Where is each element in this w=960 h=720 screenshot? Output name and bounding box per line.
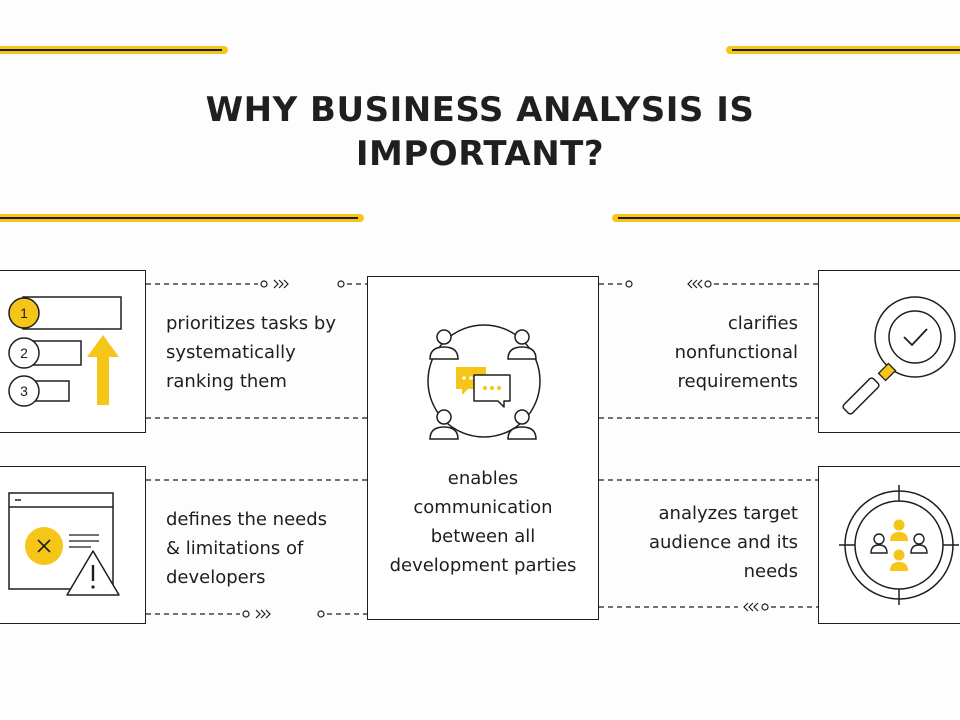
title-line-2: IMPORTANT? <box>355 134 605 174</box>
rank-number-1: 1 <box>20 305 28 321</box>
check-icon <box>903 328 928 347</box>
label-prioritize: prioritizes tasks by systematically rank… <box>166 313 336 392</box>
chat-bubble-icon <box>473 374 511 408</box>
title-line-1: WHY BUSINESS ANALYSIS IS <box>205 90 755 130</box>
decor-bar-mid-right <box>612 214 960 222</box>
arrow-up-icon <box>87 335 119 405</box>
card-define-needs <box>0 466 146 624</box>
ranked-list-icon: 1 2 3 <box>8 296 122 407</box>
label-define-needs: defines the needs & limitations of devel… <box>166 509 328 588</box>
rank-number-3: 3 <box>20 383 28 399</box>
card-clarify <box>818 270 960 433</box>
label-clarify: clarifies nonfunctional requirements <box>674 313 798 392</box>
magnifier-check-icon <box>842 296 956 415</box>
decor-bar-top-right <box>726 46 960 54</box>
page-title: WHY BUSINESS ANALYSIS IS IMPORTANT? <box>0 88 960 176</box>
person-icon <box>429 329 537 440</box>
person-icon <box>870 533 928 554</box>
window-warning-icon <box>8 492 120 596</box>
rank-number-2: 2 <box>20 345 28 361</box>
target-audience-icon <box>839 485 959 605</box>
decor-bar-top-left <box>0 46 228 54</box>
label-analyze-audience: analyzes target audience and its needs <box>648 503 798 582</box>
card-analyze-audience <box>818 466 960 624</box>
team-communication-icon <box>427 324 541 440</box>
card-prioritize: 1 2 3 <box>0 270 146 433</box>
decor-bar-mid-left <box>0 214 364 222</box>
card-communication <box>367 276 599 620</box>
person-icon <box>890 519 908 571</box>
label-communication: enables communication between all develo… <box>389 468 577 576</box>
